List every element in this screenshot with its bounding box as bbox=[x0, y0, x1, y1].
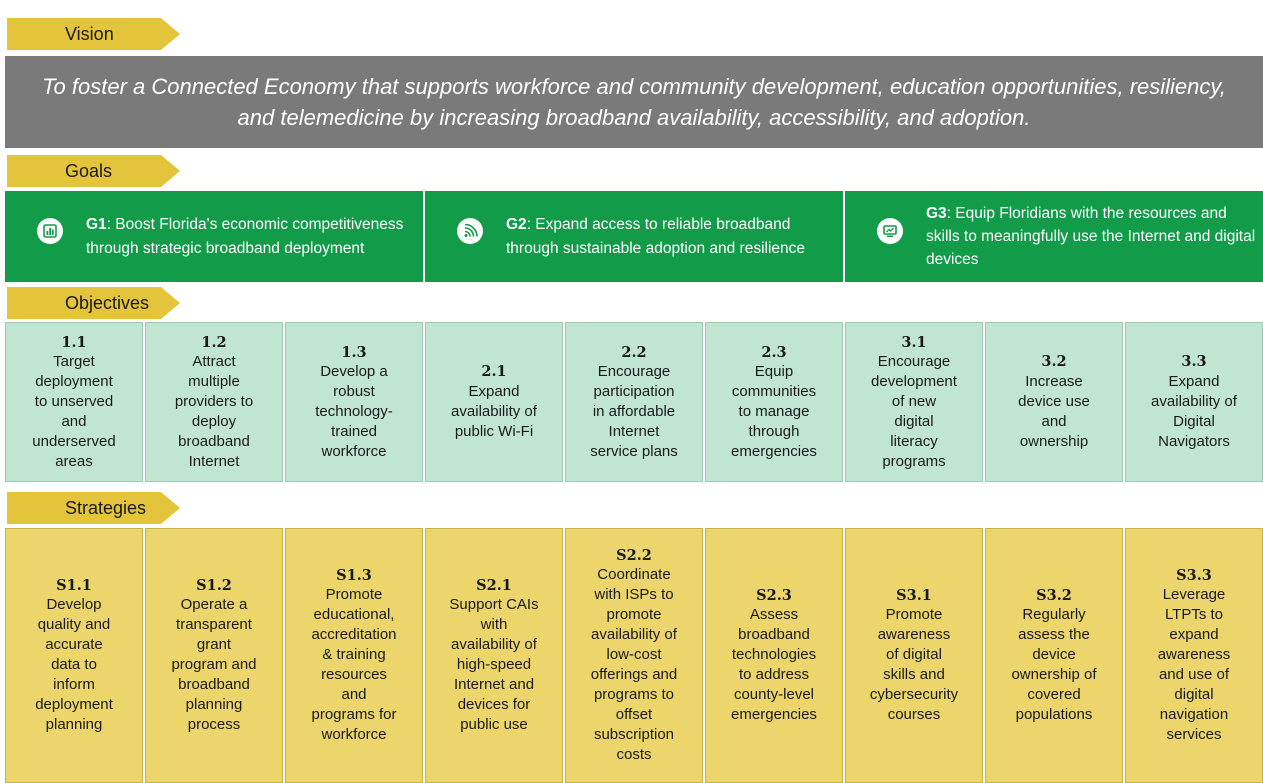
objective-text: Increase device use and ownership bbox=[1018, 372, 1090, 450]
strategy-number: S3.3 bbox=[1176, 567, 1212, 585]
objective-text: Encourage development of new digital lit… bbox=[871, 352, 957, 470]
goals-row: G1: Boost Florida's economic competitive… bbox=[5, 191, 1263, 282]
vision-statement: To foster a Connected Economy that suppo… bbox=[5, 56, 1263, 148]
goal-g2-id: G2 bbox=[506, 216, 527, 234]
strategy-text: Support CAIs with availability of high-s… bbox=[449, 596, 539, 733]
objectives-label-text: Objectives bbox=[65, 292, 150, 313]
bar-chart-icon bbox=[37, 217, 63, 244]
strategy-text: Operate a transparent grant program and … bbox=[171, 596, 257, 733]
goal-g1-text: G1: Boost Florida's economic competitive… bbox=[86, 213, 423, 260]
objective-number: 1.2 bbox=[201, 333, 227, 351]
objective-number: 2.1 bbox=[481, 363, 507, 381]
objective-number: 3.3 bbox=[1181, 353, 1207, 371]
goals-label-text: Goals bbox=[65, 160, 113, 181]
strategy-number: S1.1 bbox=[56, 577, 92, 595]
objective-number: 3.1 bbox=[901, 333, 927, 351]
strategy-text: Promote awareness of digital skills and … bbox=[869, 606, 959, 724]
objective-text: Expand availability of public Wi-Fi bbox=[451, 382, 537, 440]
strategy-number: S3.2 bbox=[1036, 587, 1072, 605]
goal-g3: G3: Equip Floridians with the resources … bbox=[845, 191, 1263, 282]
strategies-label: Strategies bbox=[7, 492, 180, 524]
goal-g2-desc: : Expand access to reliable broadband th… bbox=[506, 216, 806, 257]
goal-g2-text: G2: Expand access to reliable broadband … bbox=[506, 213, 843, 260]
objective-text: Equip communities to manage through emer… bbox=[731, 362, 817, 460]
goal-g3-desc: : Equip Floridians with the resources an… bbox=[926, 204, 1256, 269]
goal-g1-desc: : Boost Florida's economic competitivene… bbox=[86, 216, 404, 257]
strategy-number: S3.1 bbox=[896, 587, 932, 605]
strategy-text: Coordinate with ISPs to promote availabi… bbox=[590, 566, 678, 763]
objective-number: 1.3 bbox=[341, 343, 367, 361]
strategy-number: S1.2 bbox=[196, 577, 232, 595]
presentation-screen-icon bbox=[877, 217, 903, 244]
objective-number: 1.1 bbox=[61, 333, 87, 351]
objective-number: 3.2 bbox=[1041, 353, 1067, 371]
strategy-text: Assess broadband technologies to address… bbox=[731, 606, 817, 724]
strategy-text: Leverage LTPTs to expand awareness and u… bbox=[1157, 586, 1231, 743]
objective-text: Target deployment to unserved and unders… bbox=[32, 352, 116, 470]
objective-text: Attract multiple providers to deploy bro… bbox=[174, 352, 254, 470]
strategy-text: Promote educational, accreditation & tra… bbox=[311, 586, 397, 743]
vision-statement-text: To foster a Connected Economy that suppo… bbox=[42, 73, 1226, 130]
goal-g2: G2: Expand access to reliable broadband … bbox=[425, 191, 843, 282]
objective-number: 2.3 bbox=[761, 343, 787, 361]
goals-label: Goals bbox=[7, 155, 180, 187]
goal-g3-id: G3 bbox=[926, 204, 947, 222]
goal-g3-text: G3: Equip Floridians with the resources … bbox=[926, 202, 1263, 272]
strategy-number: S2.1 bbox=[476, 577, 512, 595]
objective-text: Expand availability of Digital Navigator… bbox=[1151, 372, 1237, 450]
objectives-label: Objectives bbox=[7, 287, 180, 319]
goal-g1: G1: Boost Florida's economic competitive… bbox=[5, 191, 423, 282]
strategy-text: Develop quality and accurate data to inf… bbox=[35, 596, 113, 733]
strategy-number: S2.3 bbox=[756, 587, 792, 605]
strategy-number: S1.3 bbox=[336, 567, 372, 585]
objective-number: 2.2 bbox=[621, 343, 647, 361]
objective-text: Develop a robust technology- trained wor… bbox=[315, 362, 393, 460]
strategy-text: Regularly assess the device ownership of… bbox=[1011, 606, 1097, 724]
vision-label-text: Vision bbox=[65, 23, 114, 44]
vision-label: Vision bbox=[7, 18, 180, 50]
strategy-number: S2.2 bbox=[616, 547, 652, 565]
goal-g1-id: G1 bbox=[86, 216, 107, 234]
strategies-label-text: Strategies bbox=[65, 497, 147, 518]
objective-text: Encourage participation in affordable In… bbox=[590, 362, 678, 460]
wifi-signal-icon bbox=[457, 217, 483, 244]
